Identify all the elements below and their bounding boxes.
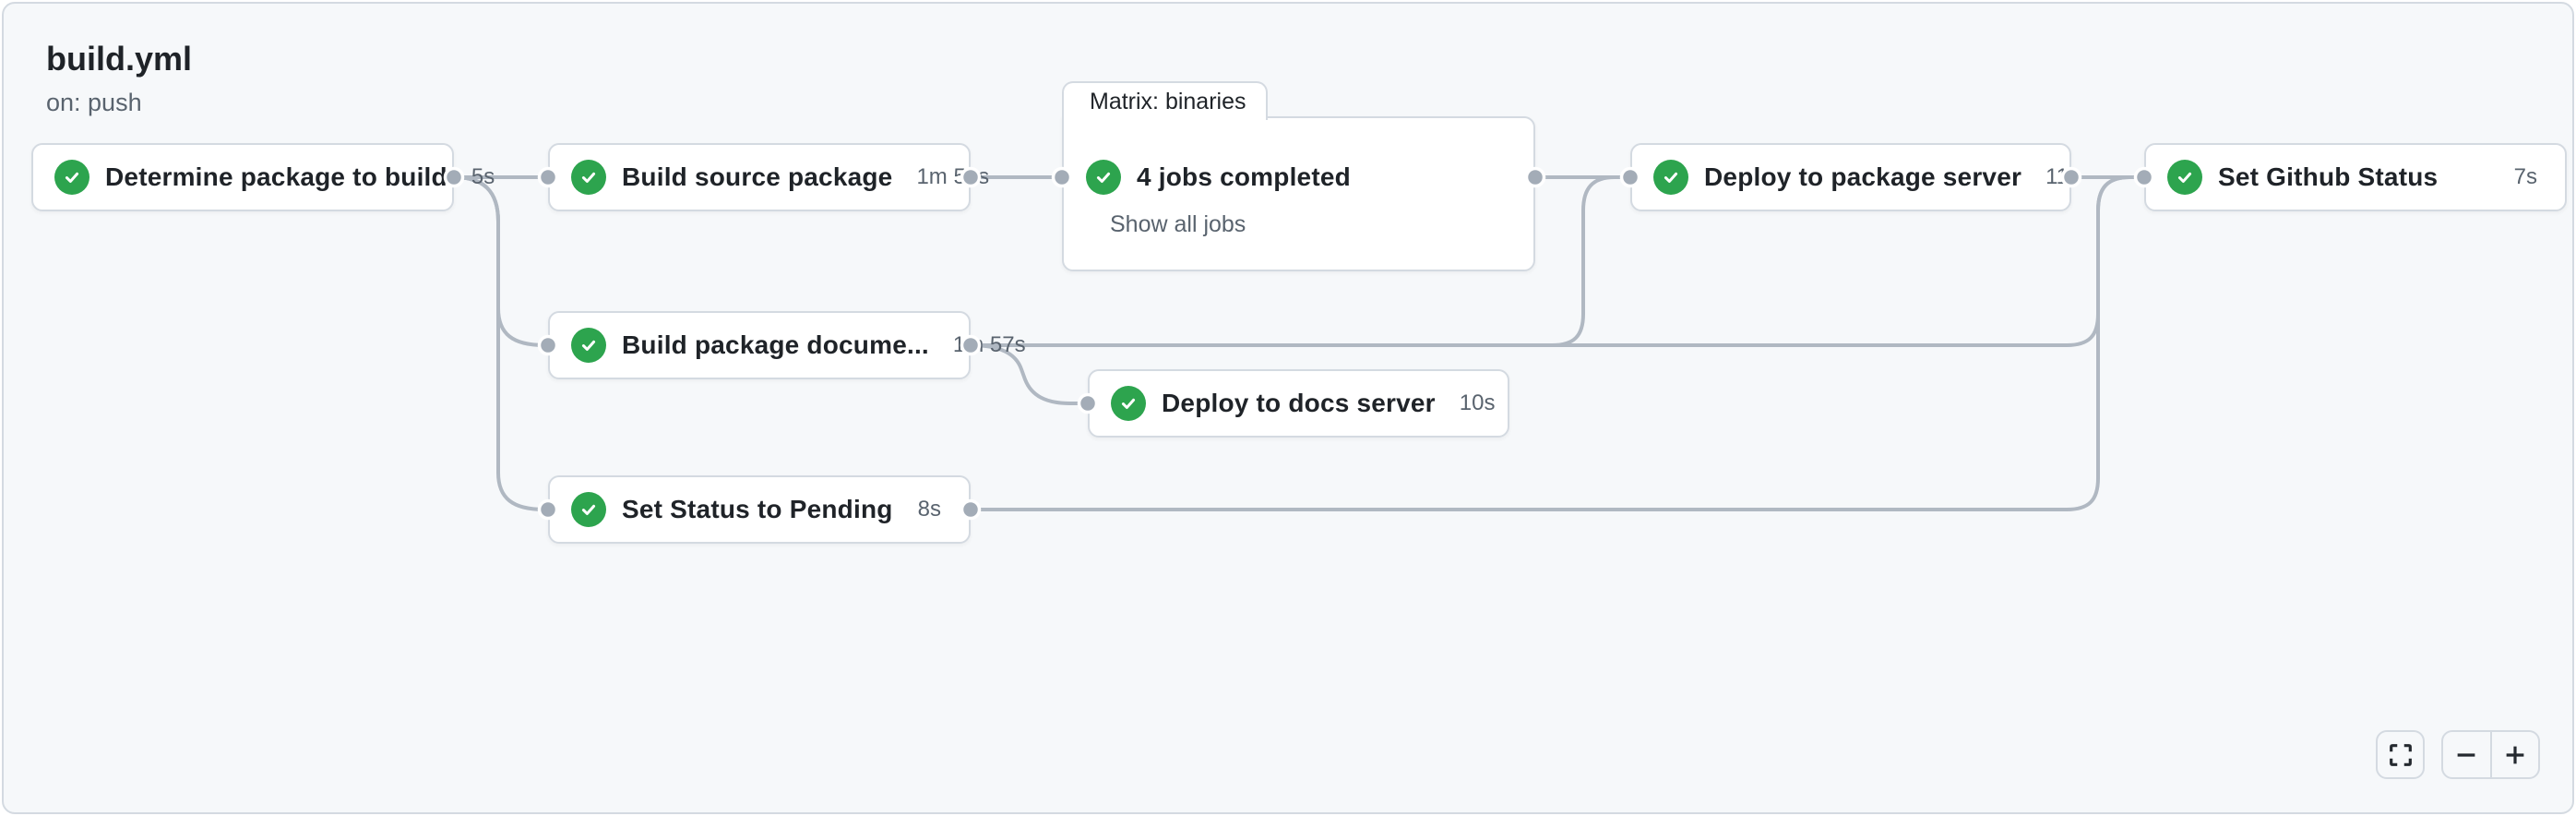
- success-check-icon: [571, 160, 606, 195]
- job-node-set-github-status[interactable]: Set Github Status 7s: [2144, 143, 2567, 211]
- job-duration: 8s: [917, 497, 941, 522]
- job-node-build-package-documentation[interactable]: Build package docume... 1m 57s: [548, 311, 1026, 379]
- job-name: Build package docume...: [622, 330, 929, 359]
- success-check-icon: [1086, 160, 1121, 195]
- success-check-icon: [571, 328, 606, 363]
- workflow-header: build.yml on: push: [46, 41, 192, 117]
- job-name: Set Status to Pending: [622, 495, 893, 523]
- zoom-out-button[interactable]: [2443, 732, 2492, 777]
- job-duration: 11s: [2045, 164, 2080, 189]
- job-duration: 7s: [2513, 164, 2537, 189]
- job-node-set-status-to-pending[interactable]: Set Status to Pending 8s: [548, 475, 971, 544]
- zoom-in-button[interactable]: [2492, 732, 2539, 777]
- job-node-deploy-to-package-server[interactable]: Deploy to package server 11s: [1630, 143, 2080, 211]
- matrix-jobs-summary: 4 jobs completed: [1137, 162, 1351, 191]
- success-check-icon: [1111, 386, 1146, 421]
- matrix-group-node[interactable]: 4 jobs completed Show all jobs: [1062, 116, 1535, 271]
- matrix-summary-row: 4 jobs completed: [1086, 160, 1533, 195]
- job-node-build-source-package[interactable]: Build source package 1m 53s: [548, 143, 989, 211]
- workflow-title: build.yml: [46, 40, 193, 78]
- job-name: Determine package to build: [105, 162, 447, 191]
- success-check-icon: [1653, 160, 1688, 195]
- success-check-icon: [2167, 160, 2202, 195]
- workflow-trigger: on: push: [46, 88, 142, 116]
- show-all-jobs-link[interactable]: Show all jobs: [1110, 211, 1246, 237]
- job-duration: 5s: [471, 164, 495, 189]
- job-name: Deploy to docs server: [1162, 389, 1436, 417]
- zoom-controls: [2441, 730, 2540, 779]
- plus-icon: [2506, 746, 2524, 763]
- job-name: Build source package: [622, 162, 893, 191]
- matrix-group-label: Matrix: binaries: [1090, 88, 1246, 114]
- fullscreen-button[interactable]: [2376, 730, 2425, 779]
- job-duration: 10s: [1459, 390, 1496, 415]
- minus-icon: [2457, 752, 2475, 757]
- job-name: Deploy to package server: [1704, 162, 2022, 191]
- job-name: Set Github Status: [2218, 162, 2439, 191]
- matrix-group-tab: Matrix: binaries: [1062, 81, 1268, 120]
- job-node-deploy-to-docs-server[interactable]: Deploy to docs server 10s: [1088, 369, 1509, 438]
- success-check-icon: [54, 160, 89, 195]
- edge-determine-to-set-pending: [453, 175, 548, 511]
- edge-determine-to-build-docs: [453, 175, 548, 347]
- expand-corners-icon: [2389, 743, 2412, 766]
- job-node-determine-package-to-build[interactable]: Determine package to build 5s: [31, 143, 495, 211]
- job-duration: 1m 53s: [916, 164, 990, 189]
- job-duration: 1m 57s: [952, 332, 1026, 357]
- success-check-icon: [571, 492, 606, 527]
